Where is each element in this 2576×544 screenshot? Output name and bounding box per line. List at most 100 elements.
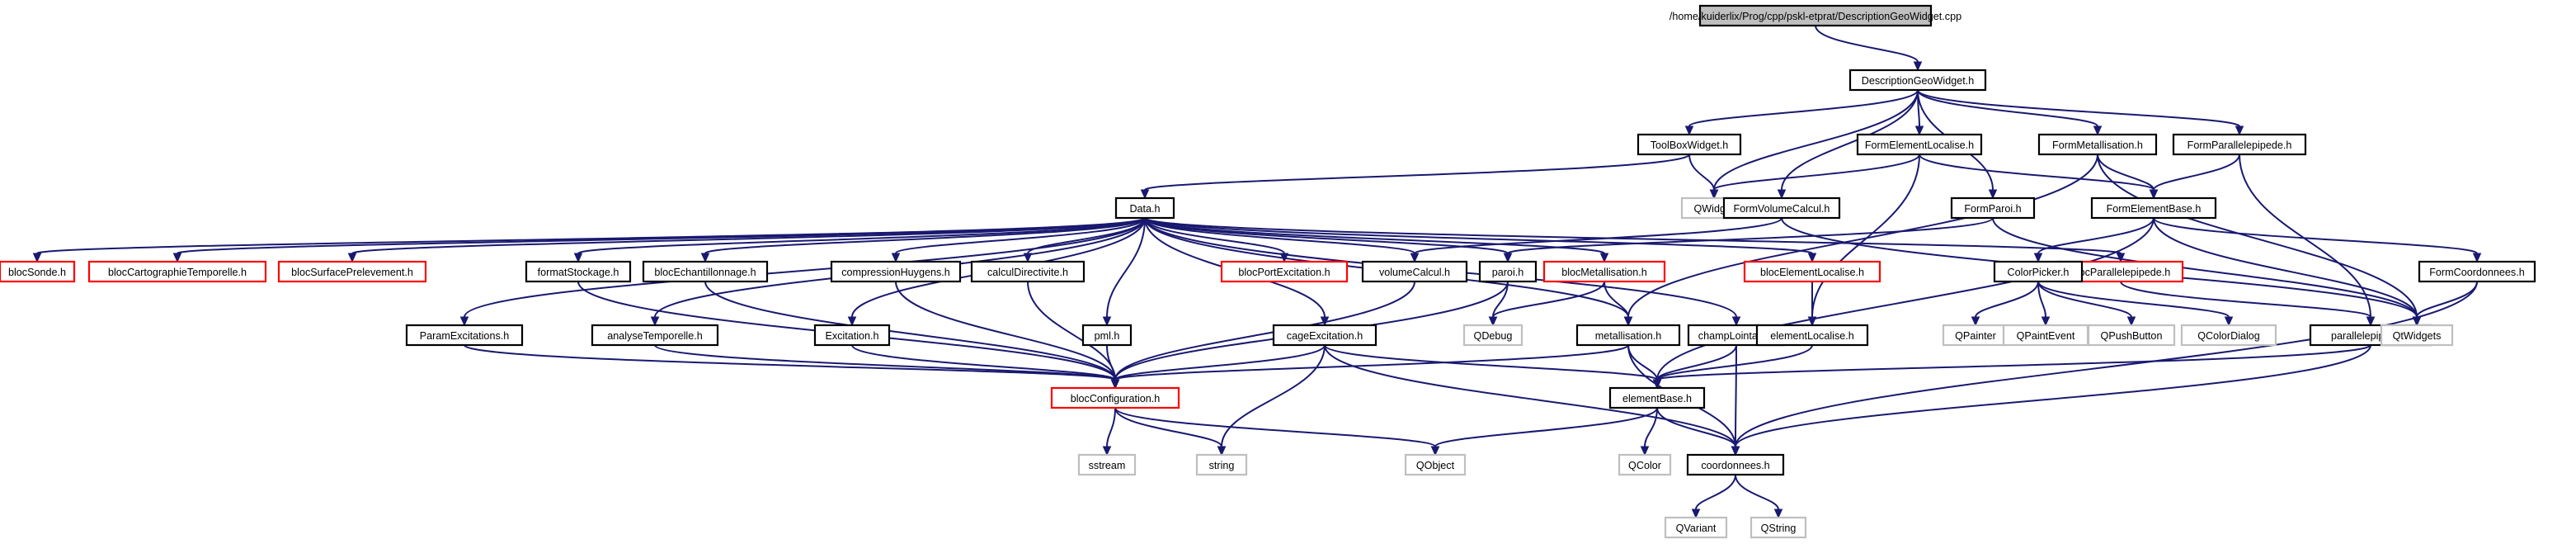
node-fparoi[interactable]: FormParoi.h	[1950, 196, 2036, 220]
node-tbw[interactable]: ToolBoxWidget.h	[1636, 133, 1742, 156]
edge-feb-to-cpick	[2033, 217, 2155, 263]
node-paroi[interactable]: paroi.h	[1478, 260, 1538, 283]
node-qcolor[interactable]: QColor	[1618, 453, 1672, 476]
node-qpaintev[interactable]: QPaintEvent	[2002, 324, 2089, 347]
node-bconf[interactable]: blocConfiguration.h	[1050, 386, 1180, 409]
node-label: blocParallelepipede.h	[2071, 267, 2170, 278]
node-box	[525, 260, 632, 283]
node-bech[interactable]: blocEchantillonnage.h	[642, 260, 769, 283]
node-box	[2037, 133, 2158, 156]
node-box	[1698, 4, 1933, 27]
node-label: FormMetallisation.h	[2052, 140, 2143, 151]
node-ebase[interactable]: elementBase.h	[1608, 386, 1706, 409]
node-box	[1077, 453, 1137, 476]
node-box	[1743, 260, 1881, 283]
edge-fpar-to-feb	[2149, 154, 2240, 200]
edge-metal-to-bconf	[1110, 344, 1629, 390]
edge-parall-to-coord	[1731, 344, 2371, 456]
node-bcart[interactable]: blocCartographieTemporelle.h	[87, 260, 267, 283]
node-box	[1608, 386, 1706, 409]
edge-fcoord-to-coord	[1731, 281, 2478, 456]
node-fel[interactable]: FormElementLocalise.h	[1856, 133, 1983, 156]
node-string[interactable]: string	[1195, 453, 1248, 476]
edge-data-to-bech	[700, 217, 1146, 263]
edge-data-to-comph	[891, 217, 1146, 263]
node-label: FormElementLocalise.h	[1865, 140, 1974, 151]
node-box	[830, 260, 962, 283]
node-bportex[interactable]: blocPortExcitation.h	[1220, 260, 1349, 283]
node-pml[interactable]: pml.h	[1081, 324, 1133, 347]
node-label: pml.h	[1095, 330, 1120, 342]
node-box	[813, 324, 891, 347]
node-box	[0, 260, 76, 283]
nodes-layer: /home/kuiderlix/Prog/cpp/pskl-etprat/Des…	[0, 4, 2536, 539]
node-cdir[interactable]: calculDirectivite.h	[970, 260, 1085, 283]
node-label: ColorPicker.h	[2008, 267, 2070, 278]
node-feb[interactable]: FormElementBase.h	[2090, 196, 2217, 220]
edge-fel-to-feb	[1919, 154, 2159, 200]
node-label: QPaintEvent	[2017, 330, 2075, 342]
node-coord[interactable]: coordonnees.h	[1686, 453, 1785, 476]
edge-cage-to-bconf	[1110, 344, 1326, 390]
node-exc[interactable]: Excitation.h	[813, 324, 891, 347]
node-vcalc[interactable]: volumeCalcul.h	[1361, 260, 1468, 283]
node-metal[interactable]: metallisation.h	[1575, 324, 1681, 347]
node-fvc[interactable]: FormVolumeCalcul.h	[1722, 196, 1841, 220]
node-box	[970, 260, 1085, 283]
node-fpar[interactable]: FormParallelepipede.h	[2172, 133, 2307, 156]
node-box	[1114, 196, 1175, 220]
edge-ebase-to-qobject	[1430, 407, 1658, 456]
node-comph[interactable]: compressionHuygens.h	[830, 260, 962, 283]
node-box	[2090, 196, 2217, 220]
node-fcoord[interactable]: FormCoordonnees.h	[2418, 260, 2536, 283]
node-box	[1722, 196, 1841, 220]
node-qvariant[interactable]: QVariant	[1664, 516, 1728, 539]
node-label: /home/kuiderlix/Prog/cpp/pskl-etprat/Des…	[1669, 11, 1961, 22]
node-box	[1618, 453, 1672, 476]
node-root[interactable]: /home/kuiderlix/Prog/cpp/pskl-etprat/Des…	[1669, 4, 1961, 27]
node-data[interactable]: Data.h	[1114, 196, 1175, 220]
node-pexc[interactable]: ParamExcitations.h	[405, 324, 524, 347]
node-box	[2172, 133, 2307, 156]
node-label: blocMetallisation.h	[1561, 267, 1647, 278]
node-bsonde[interactable]: blocSonde.h	[0, 260, 76, 283]
node-box	[1993, 260, 2084, 283]
node-box	[1636, 133, 1742, 156]
node-qstring[interactable]: QString	[1750, 516, 1807, 539]
node-fstock[interactable]: formatStockage.h	[525, 260, 632, 283]
node-label: formatStockage.h	[538, 267, 619, 278]
node-box	[1755, 324, 1869, 347]
node-qpush[interactable]: QPushButton	[2087, 324, 2176, 347]
node-qtwidgets[interactable]: QtWidgets	[2380, 324, 2454, 347]
node-cpick[interactable]: ColorPicker.h	[1993, 260, 2084, 283]
node-label: blocSonde.h	[8, 267, 66, 278]
node-qdebug[interactable]: QDebug	[1462, 324, 1523, 347]
edge-feb-to-fcoord	[2153, 217, 2482, 263]
node-label: Excitation.h	[825, 330, 878, 342]
node-label: analyseTemporelle.h	[607, 330, 703, 342]
node-label: blocSurfacePrelevement.h	[291, 267, 413, 278]
edge-root-to-dgw	[1815, 25, 1923, 72]
node-qcolordlg[interactable]: QColorDialog	[2180, 324, 2277, 347]
node-box	[1361, 260, 1468, 283]
node-belem[interactable]: blocElementLocalise.h	[1743, 260, 1881, 283]
node-eloc[interactable]: elementLocalise.h	[1755, 324, 1869, 347]
node-qpainter[interactable]: QPainter	[1942, 324, 2009, 347]
node-bmet[interactable]: blocMetallisation.h	[1542, 260, 1666, 283]
node-label: QColor	[1628, 460, 1661, 471]
node-qobject[interactable]: QObject	[1404, 453, 1467, 476]
node-bsurf[interactable]: blocSurfacePrelevement.h	[277, 260, 427, 283]
edge-bconf-to-sstream	[1102, 407, 1116, 456]
node-cage[interactable]: cageExcitation.h	[1272, 324, 1377, 347]
node-fmet[interactable]: FormMetallisation.h	[2037, 133, 2158, 156]
node-dgw[interactable]: DescriptionGeoWidget.h	[1848, 69, 1987, 92]
node-sstream[interactable]: sstream	[1077, 453, 1137, 476]
node-box	[1942, 324, 2009, 347]
node-box	[1856, 133, 1983, 156]
node-atemp[interactable]: analyseTemporelle.h	[591, 324, 719, 347]
node-label: FormParallelepipede.h	[2187, 140, 2292, 151]
node-label: elementLocalise.h	[1770, 330, 1854, 342]
node-label: QVariant	[1676, 523, 1717, 534]
edge-cpick-to-qpush	[2037, 281, 2136, 327]
